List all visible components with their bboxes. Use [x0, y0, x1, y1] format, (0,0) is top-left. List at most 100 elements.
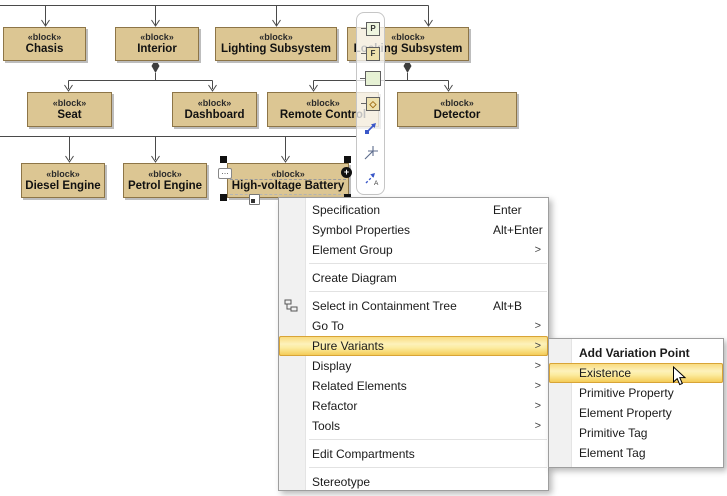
chevron-right-icon: > [534, 320, 541, 332]
port-p-button[interactable]: P [361, 20, 381, 38]
menu-item-label: Element Property [579, 406, 672, 420]
containment-tree-icon [284, 299, 298, 312]
menu-item-refactor[interactable]: Refactor > [279, 396, 548, 416]
block-name: High-voltage Battery [231, 179, 345, 192]
chevron-right-icon: > [534, 400, 541, 412]
block-stereotype: «block» [440, 97, 474, 108]
menu-item-label: Add Variation Point [579, 346, 690, 360]
menu-item-label: Go To [312, 319, 344, 333]
menu-item-shortcut: Alt+Enter [493, 223, 543, 237]
block-name: Petrol Engine [127, 179, 203, 192]
collapse-compartment-button[interactable]: … [218, 168, 232, 179]
menu-item-pure-variants[interactable]: Pure Variants > [279, 336, 548, 356]
menu-item-specification[interactable]: Specification Enter [279, 200, 548, 220]
menu-item-label: Existence [579, 366, 632, 380]
block-stereotype: «block» [140, 32, 174, 42]
block-dashboard[interactable]: «block» Dashboard [172, 92, 257, 127]
block-high-voltage-battery[interactable]: «block» High-voltage Battery [227, 163, 349, 198]
menu-item-go-to[interactable]: Go To > [279, 316, 548, 336]
block-stereotype: «block» [306, 97, 340, 108]
submenu-item-primitive-property[interactable]: Primitive Property [549, 383, 723, 403]
selection-handle[interactable] [220, 194, 227, 201]
port-p-icon: P [366, 21, 380, 36]
context-menu: Specification Enter Symbol Properties Al… [278, 197, 549, 491]
composition-diamond [403, 59, 412, 73]
part-button[interactable] [360, 70, 381, 88]
menu-item-label: Element Group [312, 243, 393, 257]
selection-dash [230, 194, 346, 195]
pure-variants-submenu: Add Variation Point Existence Primitive … [548, 338, 724, 468]
block-stereotype: «block» [259, 32, 293, 42]
svg-text:A: A [374, 180, 379, 187]
menu-item-label: Display [312, 359, 352, 373]
block-name: Lighting Subsystem [221, 43, 331, 55]
block-stereotype: «block» [148, 168, 182, 179]
smart-manipulator-toolbar: P F ◇ A [356, 12, 385, 195]
menu-separator [309, 467, 547, 468]
menu-item-label: Element Tag [579, 446, 646, 460]
block-petrol-engine[interactable]: «block» Petrol Engine [123, 163, 207, 198]
composition-diamond [151, 59, 160, 73]
menu-item-shortcut: Enter [493, 203, 522, 217]
draw-dependency-button[interactable]: A [361, 169, 381, 187]
selection-dash [230, 179, 346, 180]
submenu-item-primitive-tag[interactable]: Primitive Tag [549, 423, 723, 443]
submenu-item-add-variation-point[interactable]: Add Variation Point [549, 343, 723, 363]
menu-item-tools[interactable]: Tools > [279, 416, 548, 436]
menu-item-select-in-containment-tree[interactable]: Select in Containment Tree Alt+B [279, 296, 548, 316]
chevron-right-icon: > [534, 360, 541, 372]
menu-item-label: Primitive Property [579, 386, 674, 400]
block-lighting-subsystem[interactable]: «block» Lighting Subsystem [215, 27, 337, 61]
menu-item-label: Primitive Tag [579, 426, 648, 440]
menu-item-element-group[interactable]: Element Group > [279, 240, 548, 260]
draw-relation-button[interactable] [361, 119, 381, 137]
block-chasis[interactable]: «block» Chasis [3, 27, 86, 61]
menu-item-shortcut: Alt+B [493, 299, 523, 313]
menu-item-stereotype[interactable]: Stereotype [279, 472, 548, 492]
add-element-button[interactable]: + [341, 167, 352, 178]
menu-separator [309, 263, 547, 264]
block-name: Detector [433, 108, 481, 121]
part-icon [365, 71, 381, 87]
menu-item-symbol-properties[interactable]: Symbol Properties Alt+Enter [279, 220, 548, 240]
menu-item-label: Pure Variants [312, 339, 384, 353]
submenu-item-element-property[interactable]: Element Property [549, 403, 723, 423]
block-stereotype: «block» [46, 168, 80, 179]
submenu-item-existence[interactable]: Existence [549, 363, 723, 383]
port-f-button[interactable]: F [361, 45, 381, 63]
menu-item-edit-compartments[interactable]: Edit Compartments [279, 444, 548, 464]
block-detector[interactable]: «block» Detector [397, 92, 517, 127]
menu-item-label: Create Diagram [312, 271, 397, 285]
block-name: Diesel Engine [25, 179, 101, 192]
port-f-icon: F [366, 46, 380, 61]
pin-button[interactable] [361, 144, 381, 162]
chevron-right-icon: > [534, 380, 541, 392]
structure-compartment-icon[interactable] [249, 194, 260, 205]
block-interior[interactable]: «block» Interior [115, 27, 199, 61]
block-name: Seat [57, 108, 82, 121]
block-stereotype: «block» [52, 97, 87, 108]
block-diesel-engine[interactable]: «block» Diesel Engine [21, 163, 105, 198]
menu-item-label: Select in Containment Tree [312, 299, 457, 313]
block-stereotype: «block» [27, 32, 62, 42]
block-name: Dashboard [184, 108, 245, 121]
submenu-item-element-tag[interactable]: Element Tag [549, 443, 723, 463]
menu-item-create-diagram[interactable]: Create Diagram [279, 268, 548, 288]
block-name: Chasis [25, 43, 64, 55]
selection-handle[interactable] [220, 156, 227, 163]
mouse-cursor [673, 366, 687, 386]
menu-item-display[interactable]: Display > [279, 356, 548, 376]
menu-item-related-elements[interactable]: Related Elements > [279, 376, 548, 396]
menu-separator [309, 291, 547, 292]
menu-item-label: Tools [312, 419, 341, 433]
menu-item-label: Specification [312, 203, 381, 217]
menu-item-label: Related Elements [312, 379, 407, 393]
selection-handle[interactable] [344, 156, 351, 163]
chevron-right-icon: > [534, 420, 541, 432]
pin-icon [364, 146, 378, 160]
block-seat[interactable]: «block» Seat [27, 92, 112, 127]
block-stereotype: «block» [197, 97, 232, 108]
value-port-button[interactable]: ◇ [361, 95, 381, 113]
